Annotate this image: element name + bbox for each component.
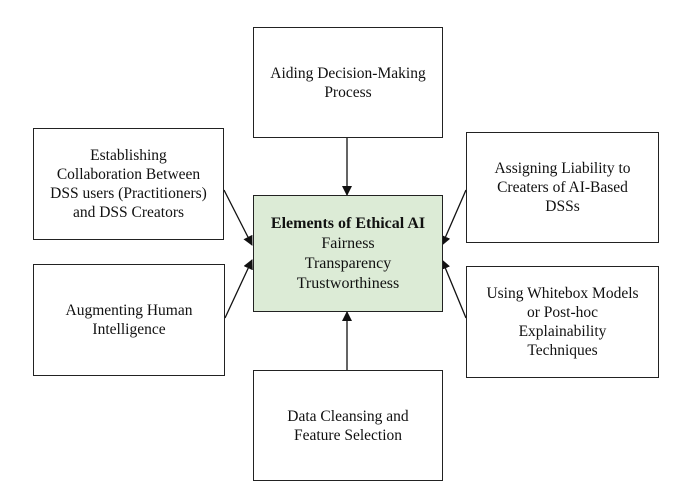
box-assigning-liability: Assigning Liability to Creaters of AI-Ba… bbox=[466, 132, 659, 243]
arrow-right-top-to-center bbox=[441, 189, 467, 246]
center-item: Transparency bbox=[304, 254, 392, 272]
box-data-cleansing: Data Cleansing and Feature Selection bbox=[253, 370, 443, 481]
center-item: Trustworthiness bbox=[296, 274, 400, 292]
arrow-left-top-to-center bbox=[223, 189, 253, 246]
box-augmenting-human-intelligence: Augmenting Human Intelligence bbox=[33, 264, 225, 376]
box-using-whitebox-models: Using Whitebox Models or Post-hoc Explai… bbox=[466, 266, 659, 378]
box-aiding-decision-making: Aiding Decision-Making Process bbox=[253, 27, 443, 138]
center-box-elements-of-ethical-ai: Elements of Ethical AI Fairness Transpar… bbox=[253, 195, 443, 312]
center-item: Fairness bbox=[321, 234, 375, 252]
center-title: Elements of Ethical AI bbox=[270, 214, 426, 232]
box-establishing-collaboration: Establishing Collaboration Between DSS u… bbox=[33, 128, 224, 240]
arrow-left-bottom-to-center bbox=[224, 259, 253, 319]
arrow-right-bottom-to-center bbox=[440, 259, 467, 319]
